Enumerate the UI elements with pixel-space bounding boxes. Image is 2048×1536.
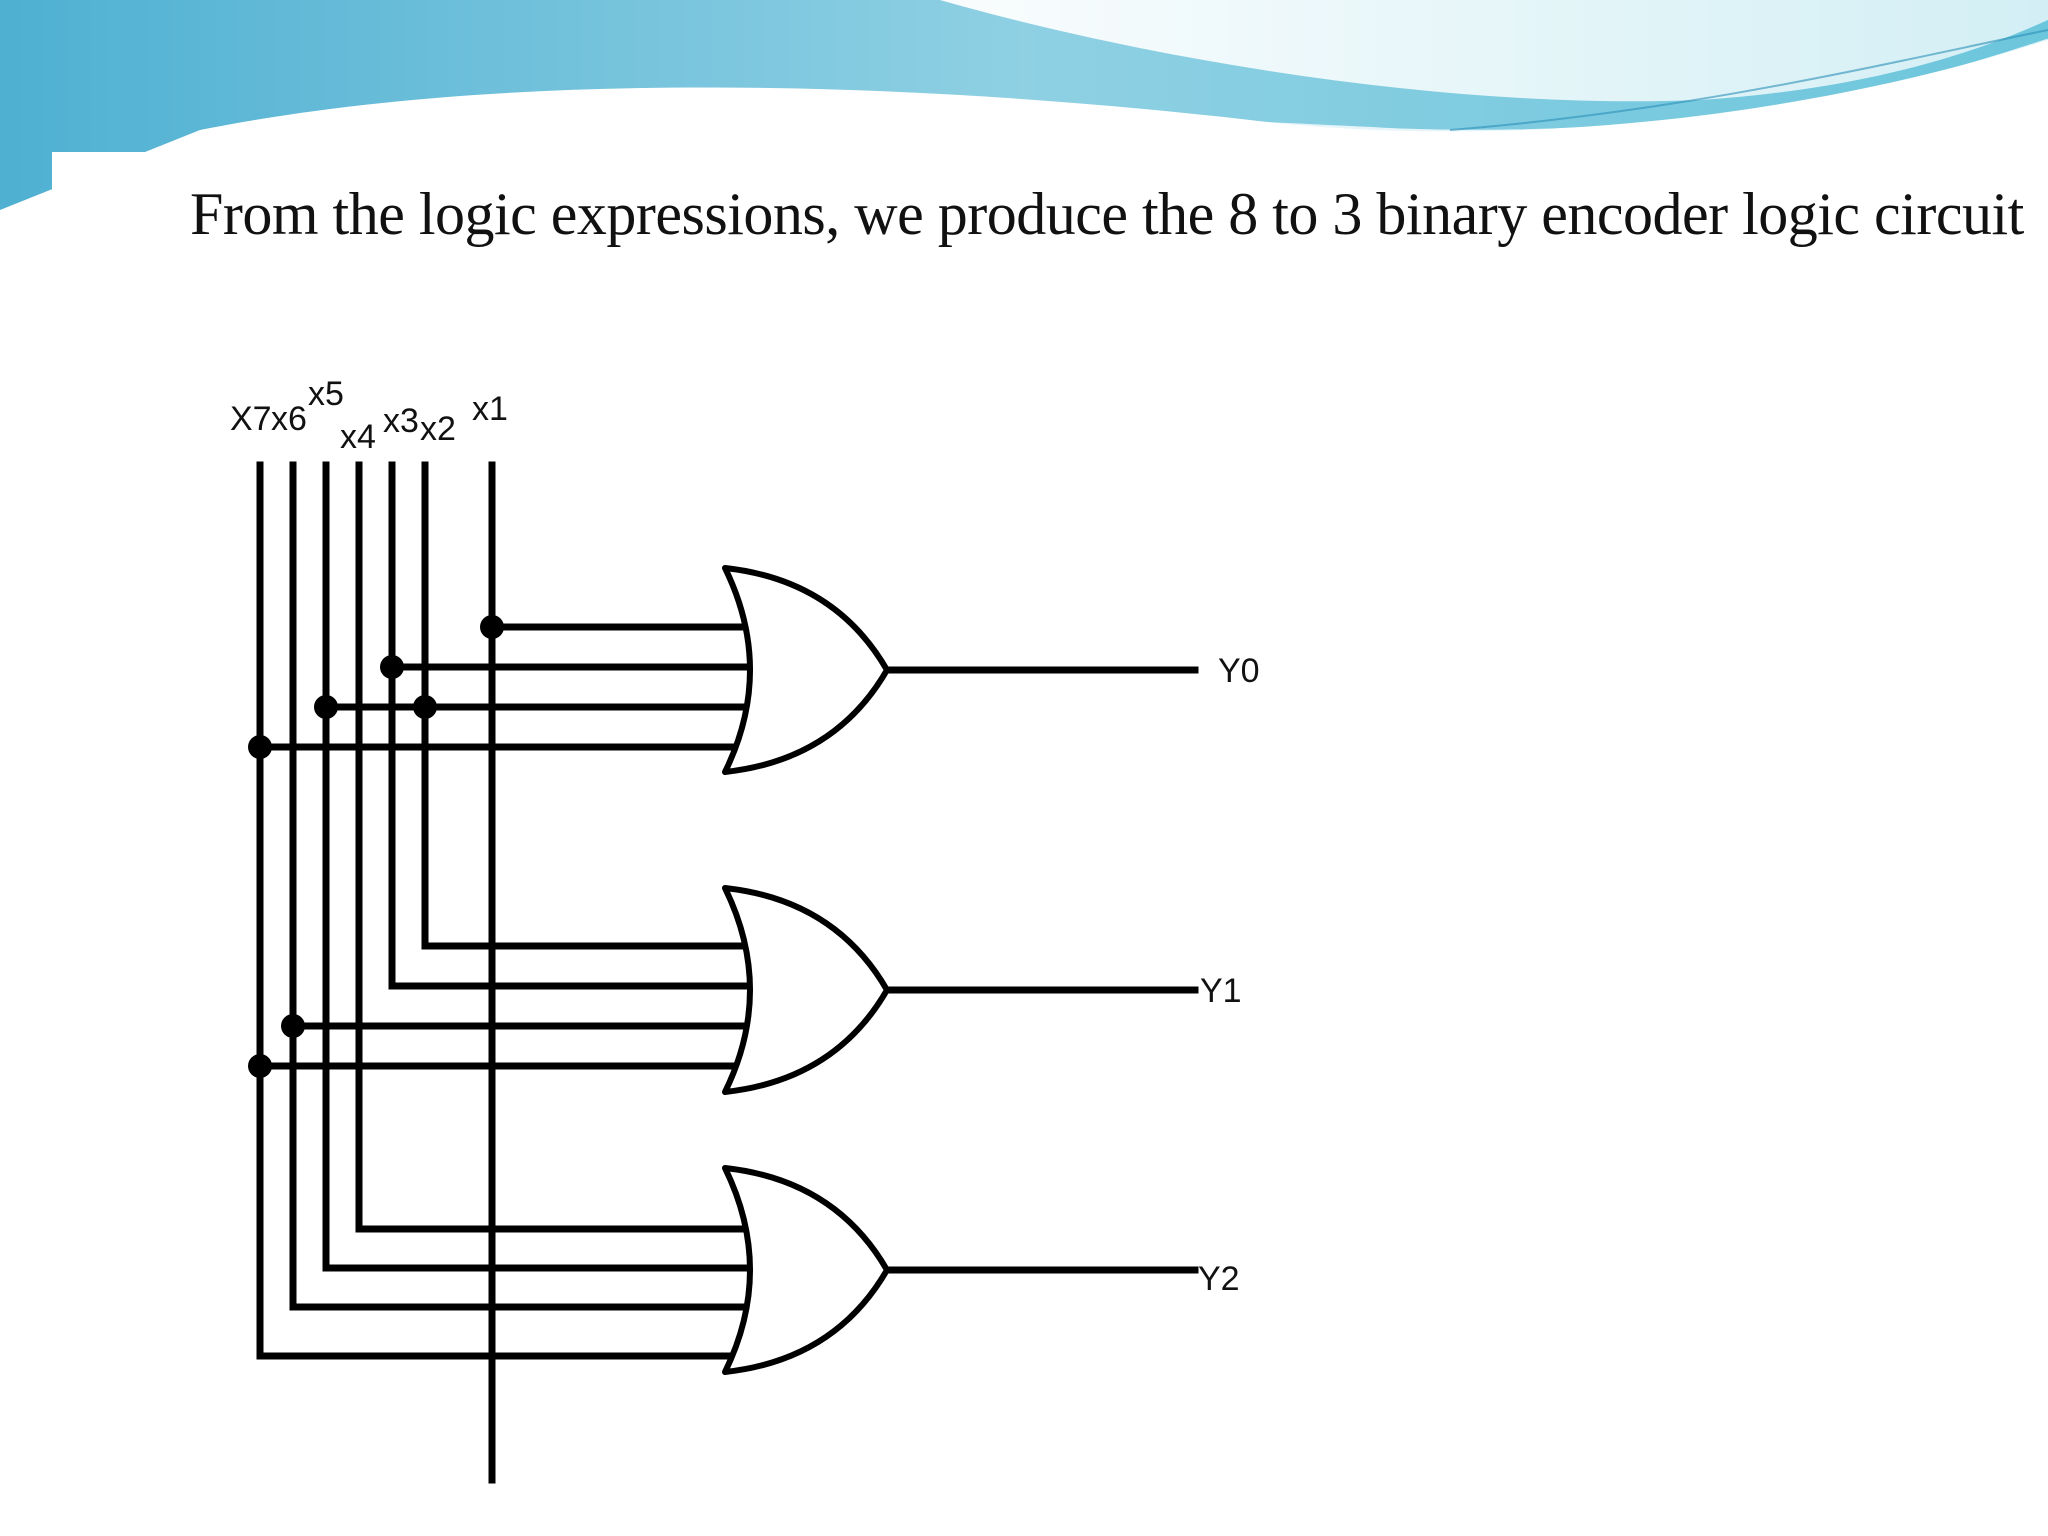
banner-wave-line-2 (1449, 29, 2048, 131)
input-label-x6: x6 (271, 400, 307, 438)
junction-dot (248, 1054, 272, 1078)
junction-dot (380, 655, 404, 679)
or-gate-y2 (722, 1165, 890, 1375)
input-label-x3: x3 (383, 402, 419, 440)
output-label-y2: Y2 (1198, 1260, 1240, 1298)
junction-dot (480, 615, 504, 639)
junctions (248, 615, 504, 1078)
or-gate-y0 (722, 565, 890, 775)
junction-dot (248, 735, 272, 759)
slide-banner (0, 0, 2048, 210)
input-label-x4: x4 (340, 418, 376, 456)
or-gates (722, 565, 890, 1375)
wiring (256, 461, 1199, 1484)
input-label-x2: x2 (420, 410, 456, 448)
slide-title: From the logic expressions, we produce t… (190, 181, 2024, 247)
junction-dot (413, 695, 437, 719)
banner-wave-line (239, 38, 2048, 152)
input-label-x1: x1 (472, 390, 508, 428)
output-label-y0: Y0 (1218, 652, 1260, 690)
banner-wave-highlight (940, 0, 2048, 102)
junction-dot (281, 1014, 305, 1038)
or-gate-y1 (722, 885, 890, 1095)
input-label-x7: X7 (230, 400, 272, 438)
junction-dot (314, 695, 338, 719)
input-label-x5: x5 (308, 375, 344, 413)
output-label-y1: Y1 (1200, 972, 1242, 1010)
